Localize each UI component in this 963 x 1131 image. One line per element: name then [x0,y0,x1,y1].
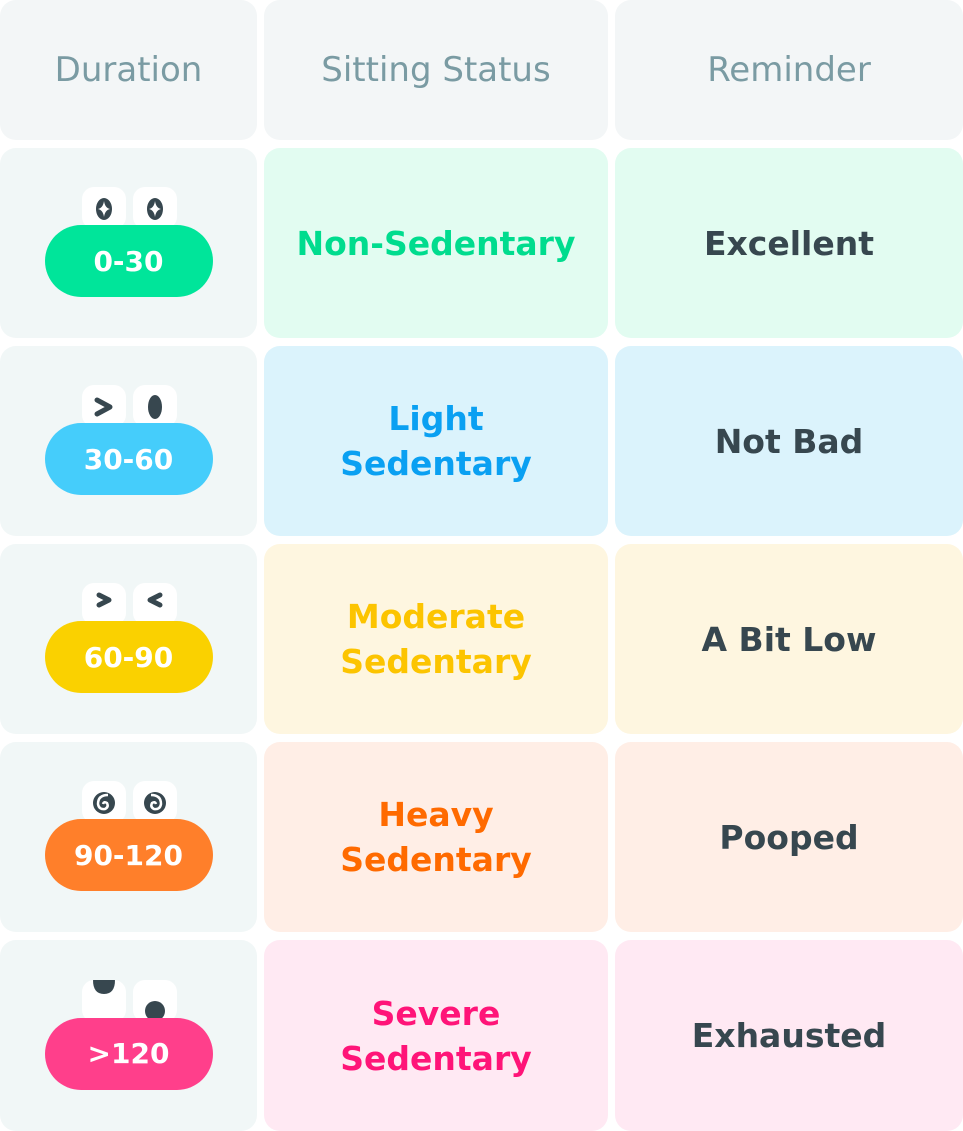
sitting-status-text: Heavy Sedentary [340,795,532,879]
left-eye-icon [81,781,126,823]
sitting-status-cell: Heavy Sedentary [264,742,608,932]
duration-cell: 0-30 [0,148,257,338]
duration-label: 0-30 [44,225,213,297]
duration-label: 90-120 [44,819,213,891]
right-eye-icon [132,187,177,229]
left-eye-icon [81,187,126,229]
duration-label: 60-90 [44,621,213,693]
left-eye-icon [81,979,126,1022]
sitting-status-cell: Light Sedentary [264,346,608,536]
duration-cell: 90-120 [0,742,257,932]
sitting-status-cell: Non-Sedentary [264,148,608,338]
left-eye-icon [81,385,126,427]
header-sitting-status: Sitting Status [264,0,608,140]
reminder-text: Pooped [719,817,859,857]
reminder-text: Not Bad [714,421,864,461]
right-eye-icon [132,385,177,427]
reminder-text: Excellent [703,223,875,263]
reminder-text: A Bit Low [701,619,877,659]
reminder-cell: Excellent [615,148,963,338]
duration-cell: >120 [0,940,257,1131]
duration-label: 30-60 [44,423,213,495]
reminder-cell: Not Bad [615,346,963,536]
reminder-cell: Pooped [615,742,963,932]
sitting-status-text: Moderate Sedentary [340,597,532,681]
sitting-status-text: Non-Sedentary [296,223,576,263]
reminder-text: Exhausted [691,1016,887,1055]
header-reminder: Reminder [615,0,963,140]
duration-label: >120 [44,1017,213,1090]
reminder-cell: Exhausted [615,940,963,1131]
left-eye-icon [81,583,126,625]
duration-badge: 90-120 [44,781,213,893]
duration-badge: >120 [44,979,213,1092]
duration-badge: 60-90 [44,583,213,695]
right-eye-icon [132,583,177,625]
duration-badge: 30-60 [44,385,213,497]
sitting-status-cell: Severe Sedentary [264,940,608,1131]
sitting-status-text: Severe Sedentary [340,993,532,1078]
sitting-status-cell: Moderate Sedentary [264,544,608,734]
right-eye-icon [132,781,177,823]
duration-badge: 0-30 [44,187,213,299]
reminder-cell: A Bit Low [615,544,963,734]
header-duration: Duration [0,0,257,140]
duration-cell: 60-90 [0,544,257,734]
right-eye-icon [132,979,177,1022]
sitting-status-text: Light Sedentary [340,399,532,483]
duration-cell: 30-60 [0,346,257,536]
